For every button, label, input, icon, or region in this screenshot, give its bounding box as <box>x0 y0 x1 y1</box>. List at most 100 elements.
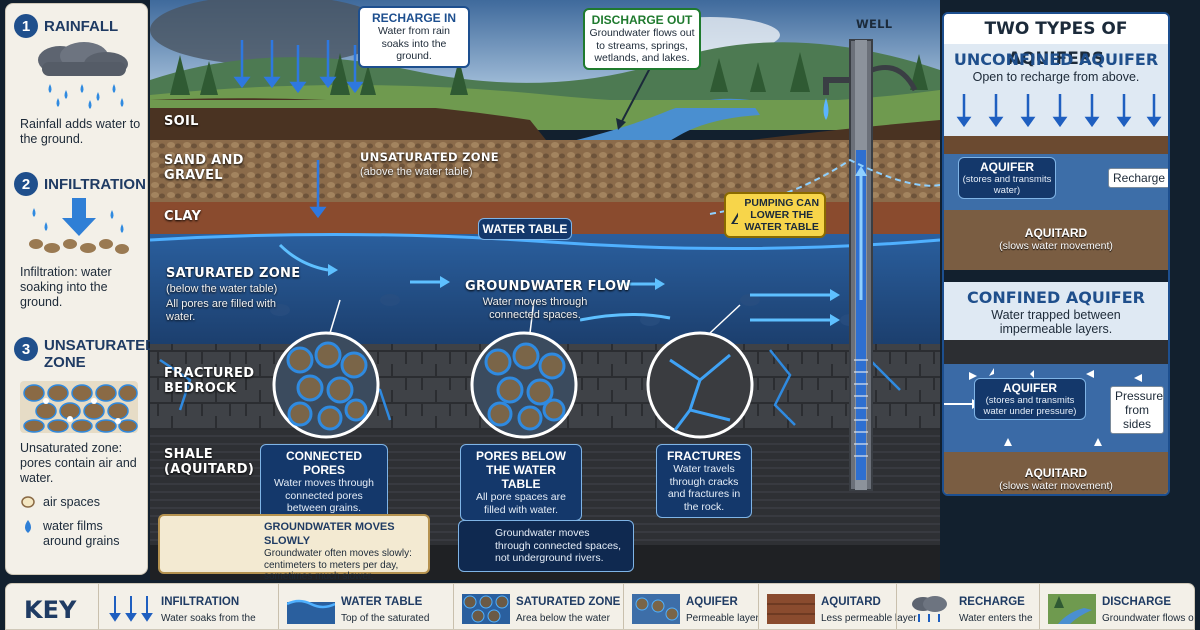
connected-pores-title: CONNECTED PORES <box>285 449 362 477</box>
recharge-title: RECHARGE IN <box>371 11 456 25</box>
key-item-aquifer: AQUIFER Permeable layer <box>623 584 759 629</box>
confined-aquifer-box: AQUIFER (stores and transmits water unde… <box>974 378 1086 420</box>
key-item-title: SATURATED ZONE <box>516 596 621 608</box>
connected-pores-callout: CONNECTED PORES Water moves through conn… <box>260 444 388 520</box>
confined-title: CONFINED AQUIFER <box>967 288 1145 307</box>
unconfined-aquitard-title: AQUITARD <box>1024 226 1088 240</box>
legend-water-label: water films around grains <box>43 519 120 548</box>
aquifer-types-panel: TWO TYPES OF AQUIFERS UNCONFINED AQUIFER… <box>942 12 1170 496</box>
unconfined-aquifer-title: AQUIFER <box>980 160 1034 174</box>
aquitard-icon <box>767 594 815 624</box>
key-item-recharge: RECHARGE Water enters the <box>896 584 1039 629</box>
key-legend-bar: KEY INFILTRATION Water soaks from the WA… <box>5 583 1195 630</box>
unconfined-desc: Open to recharge from above. <box>972 70 1140 84</box>
key-item-desc: Permeable layer <box>686 613 759 624</box>
key-item-desc: Water enters the <box>959 613 1033 624</box>
unsaturated-zone-desc: (above the water table) <box>360 166 473 178</box>
water-drop-icon <box>25 520 31 533</box>
confined-aquitard-desc: (slows water movement) <box>999 480 1113 492</box>
pumping-warning: PUMPING CAN LOWER THE WATER TABLE <box>724 192 826 238</box>
key-item-desc: Less permeable layer <box>821 613 917 624</box>
legend-water-films: water films around grains <box>20 519 143 549</box>
key-item-title: WATER TABLE <box>341 596 423 608</box>
key-item-title: AQUIFER <box>686 596 738 608</box>
layer-label-soil: SOIL <box>164 114 199 129</box>
saturated-desc-1: (below the water table) <box>166 283 278 295</box>
step-number: 2 <box>14 172 38 196</box>
layer-label-bedrock: FRACTURED BEDROCK <box>164 366 255 396</box>
key-item-water-table: WATER TABLE Top of the saturated <box>278 584 453 629</box>
layer-label-saturated: SATURATED ZONE <box>166 266 301 281</box>
key-item-title: RECHARGE <box>959 596 1025 608</box>
layer-label-sand: SAND AND GRAVEL <box>164 153 244 183</box>
pores-below-desc: All pore spaces are filled with water. <box>476 491 566 516</box>
water-table-tag: WATER TABLE <box>478 218 572 240</box>
key-item-desc: Top of the saturated <box>341 613 430 624</box>
step-title: UNSATURATED ZONE <box>44 337 156 371</box>
layer-label-clay: CLAY <box>164 209 202 224</box>
aquifer-icon <box>632 594 680 624</box>
step-infiltration: 2 INFILTRATION <box>14 172 146 196</box>
key-item-desc: Groundwater flows out <box>1102 613 1195 624</box>
step-desc: Unsaturated zone: pores contain air and … <box>20 441 137 485</box>
key-item-saturated-zone: SATURATED ZONE Area below the water <box>453 584 623 629</box>
key-item-title: DISCHARGE <box>1102 596 1172 608</box>
legend-air-label: air spaces <box>43 495 100 509</box>
discharge-title: DISCHARGE OUT <box>591 13 693 27</box>
fractures-desc: Water travels through cracks and fractur… <box>667 463 741 513</box>
key-item-desc: Area below the water <box>516 613 610 624</box>
infiltration-icon <box>29 198 129 254</box>
key-item-title: INFILTRATION <box>161 596 240 608</box>
step-desc: Rainfall adds water to the ground. <box>20 117 141 146</box>
key-title: KEY <box>24 596 77 624</box>
water-table-icon <box>287 599 335 624</box>
step-title: INFILTRATION <box>44 175 146 193</box>
saturated-desc-2: All pores are filled with water. <box>166 298 277 323</box>
unconfined-aquitard-desc: (slows water movement) <box>999 240 1113 252</box>
key-item-title: AQUITARD <box>821 596 881 608</box>
confined-aquitard: AQUITARD (slows water movement) <box>944 466 1168 492</box>
confined-aquitard-title: AQUITARD <box>1024 466 1088 480</box>
fractures-title: FRACTURES <box>667 449 741 463</box>
step-desc: Infiltration: water soaking into the gro… <box>20 265 112 309</box>
infiltration-arrows-icon <box>109 596 153 622</box>
step-title: RAINFALL <box>44 17 119 35</box>
connected-pores-desc: Water moves through connected pores betw… <box>274 477 374 514</box>
key-item-aquitard: AQUITARD Less permeable layer <box>758 584 917 629</box>
saturated-zone-icon <box>462 594 510 624</box>
groundwater-flow-desc: Water moves through connected spaces. <box>482 296 588 321</box>
discharge-desc: Groundwater flows out to streams, spring… <box>589 27 695 64</box>
discharge-stream-icon <box>1048 594 1096 624</box>
warning-icon <box>731 211 739 224</box>
pumping-label: PUMPING CAN LOWER THE WATER TABLE <box>744 197 820 233</box>
unconfined-aquifer-desc: (stores and transmits water) <box>962 174 1052 196</box>
not-rivers-callout: Groundwater moves through connected spac… <box>458 520 634 572</box>
not-rivers-desc: Groundwater moves through connected spac… <box>495 527 622 564</box>
air-space-icon <box>21 496 35 508</box>
unconfined-aquifer-box: AQUIFER (stores and transmits water) <box>958 157 1056 199</box>
discharge-callout: DISCHARGE OUT Groundwater flows out to s… <box>583 8 701 70</box>
process-steps-panel: 1 RAINFALL Rainfall adds water to the gr… <box>5 3 156 575</box>
recharge-tag: Recharge <box>1108 168 1168 188</box>
recharge-callout: RECHARGE IN Water from rain soaks into t… <box>358 6 470 68</box>
unsaturated-zone-label: UNSATURATED ZONE <box>360 150 499 164</box>
aquifers-title: TWO TYPES OF AQUIFERS <box>944 14 1168 69</box>
pores-below-callout: PORES BELOW THE WATER TABLE All pore spa… <box>460 444 582 521</box>
rain-cloud-icon <box>38 42 128 109</box>
moves-slowly-desc: Groundwater often moves slowly: centimet… <box>264 548 412 580</box>
confined-aquifer-desc: (stores and transmits water under pressu… <box>983 395 1077 417</box>
key-item-desc: Water soaks from the <box>161 613 256 624</box>
pores-below-title: PORES BELOW THE WATER TABLE <box>475 449 566 491</box>
pressure-tag: Pressure from sides <box>1110 386 1164 434</box>
well-label: WELL <box>856 17 893 31</box>
fractures-callout: FRACTURES Water travels through cracks a… <box>656 444 752 518</box>
aquifer-cross-sections <box>944 44 1168 494</box>
key-item-infiltration: INFILTRATION Water soaks from the <box>98 584 278 629</box>
step-unsaturated-zone: 3 UNSATURATED ZONE <box>14 337 156 371</box>
moves-slowly-callout: GROUNDWATER MOVES SLOWLY Groundwater oft… <box>158 514 430 580</box>
groundwater-flow-label: GROUNDWATER FLOW <box>465 279 631 294</box>
recharge-desc: Water from rain soaks into the ground. <box>378 25 450 62</box>
layer-label-shale: SHALE (AQUITARD) <box>164 447 255 477</box>
legend-air-spaces: air spaces <box>20 495 100 510</box>
confined-aquifer-title: AQUIFER <box>1003 381 1057 395</box>
